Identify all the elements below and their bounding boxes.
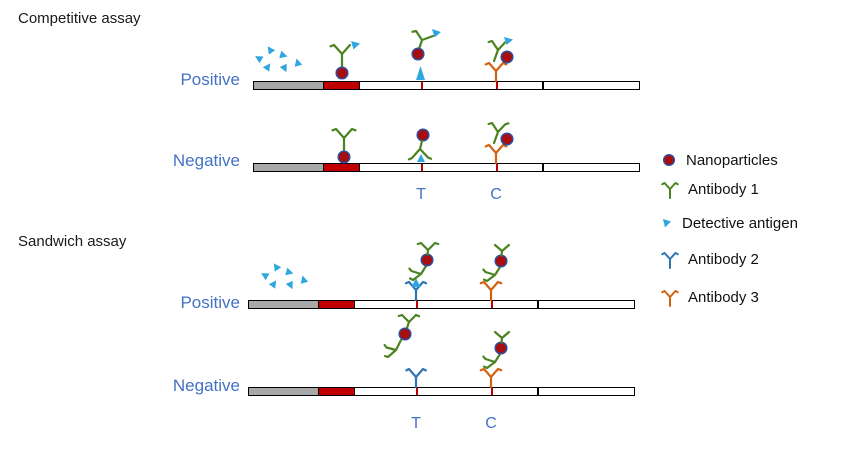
nanoparticle-icon [416, 128, 430, 142]
sandwich-control-line-complex [479, 244, 511, 301]
conjugate-pad [324, 164, 360, 171]
test-strip-sandwich-negative [248, 387, 635, 396]
absorbent-pad-divider [542, 82, 544, 89]
immobilized-antigen-test-line [416, 66, 425, 80]
antibody2-icon [405, 367, 427, 388]
nanoparticle-icon [494, 341, 508, 355]
antibody2-icon [661, 251, 679, 269]
sandwich-positive-label: Positive [180, 293, 240, 312]
sample-pad [254, 164, 324, 171]
nanoparticle-icon [500, 50, 514, 64]
test-line-bound-conjugate [407, 128, 433, 162]
detective-antigen-icon [411, 278, 421, 287]
detective-antigen-cluster [255, 46, 303, 73]
control-line [496, 82, 498, 89]
nanoparticle-icon [411, 47, 425, 61]
antibody1-icon [493, 244, 511, 257]
detective-antigen-cluster [261, 263, 309, 290]
absorbent-pad-divider [542, 164, 544, 171]
legend-label: Antibody 2 [688, 250, 759, 268]
nanoparticle-icon [398, 327, 412, 341]
antibody1-icon [482, 265, 502, 283]
antibody1-icon [407, 139, 433, 161]
nanoparticle-icon [335, 66, 349, 80]
detective-antigen-icon [432, 29, 441, 38]
sandwich-negative-label: Negative [172, 376, 240, 395]
test-strip-competitive-negative [253, 163, 640, 172]
control-line-capture-complex [484, 121, 514, 164]
test-line-label: T [416, 186, 426, 203]
antibody1-icon [482, 352, 502, 370]
nanoparticle-icon [337, 150, 351, 164]
test-strip-competitive-positive [253, 81, 640, 90]
competitive-assay-title: Competitive assay [18, 10, 141, 27]
legend-label: Antibody 3 [688, 288, 759, 306]
antibody1-icon [397, 313, 421, 330]
control-line-label: C [490, 186, 502, 203]
absorbent-pad-divider [537, 301, 539, 308]
legend-item-detective-antigen: Detective antigen [661, 213, 798, 233]
sample-pad [254, 82, 324, 89]
legend-item-antibody3: Antibody 3 [661, 287, 759, 307]
legend-label: Detective antigen [682, 214, 798, 232]
antibody1-icon [487, 121, 510, 145]
absorbent-pad-divider [537, 388, 539, 395]
control-line-label: C [485, 415, 497, 432]
antibody3-icon [479, 367, 503, 388]
sandwich-assay-title: Sandwich assay [18, 233, 127, 250]
antibody3-icon [661, 289, 679, 307]
nanoparticle-icon [662, 153, 676, 167]
detective-antigen-icon [417, 154, 425, 162]
nanoparticle-icon [420, 253, 434, 267]
antibody1-icon [661, 181, 679, 199]
conjugate-pad [324, 82, 360, 89]
sample-pad [249, 388, 319, 395]
test-line [421, 164, 423, 171]
test-strip-sandwich-positive [248, 300, 635, 309]
legend-item-nanoparticles: Nanoparticles [661, 150, 778, 170]
unbound-sandwich-conjugate [383, 313, 421, 359]
antibody1-icon [383, 338, 403, 359]
sample-pad [249, 301, 319, 308]
antibody1-icon [416, 241, 440, 256]
sandwich-control-line-complex [479, 331, 511, 388]
legend-label: Nanoparticles [686, 151, 778, 169]
antibody1-icon [408, 264, 428, 282]
antibody1-nanoparticle-conjugate [331, 127, 357, 164]
antibody3-icon [479, 280, 503, 301]
test-line-label: T [411, 415, 421, 432]
control-line [491, 388, 493, 395]
competitive-negative-label: Negative [172, 151, 240, 170]
antibody3-icon [484, 143, 508, 164]
antibody2-at-test-line [405, 367, 427, 388]
control-line-capture-complex [484, 37, 514, 82]
nanoparticle-icon [500, 132, 514, 146]
antibody1-icon [487, 39, 507, 63]
conjugate-pad [319, 301, 355, 308]
competitive-positive-label: Positive [180, 70, 240, 89]
test-line [416, 388, 418, 395]
legend-item-antibody1: Antibody 1 [661, 179, 759, 199]
conjugate-pad [319, 388, 355, 395]
unbound-conjugate-above-test-line [411, 29, 441, 61]
antibody1-icon [493, 331, 511, 344]
legend-item-antibody2: Antibody 2 [661, 249, 759, 269]
detective-antigen-icon [663, 219, 671, 228]
antibody1-nanoparticle-antigen-conjugate [329, 41, 360, 80]
antibody3-icon [484, 61, 508, 82]
control-line [491, 301, 493, 308]
nanoparticle-icon [494, 254, 508, 268]
sandwich-test-line-complex [404, 241, 440, 301]
detective-antigen-icon [351, 41, 360, 50]
test-line [416, 301, 418, 308]
control-line [496, 164, 498, 171]
detective-antigen-icon [504, 37, 513, 45]
test-line [421, 82, 423, 89]
legend-label: Antibody 1 [688, 180, 759, 198]
